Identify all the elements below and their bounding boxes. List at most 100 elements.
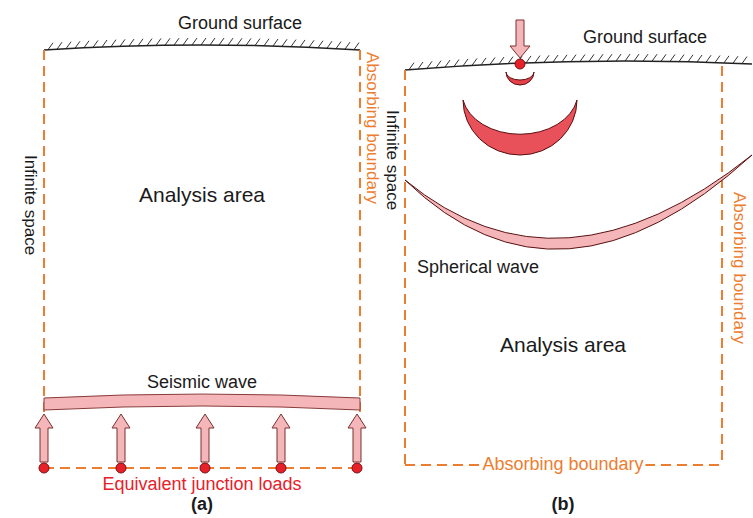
hatch-stroke — [535, 56, 540, 63]
hatch-stroke — [508, 57, 513, 64]
boundary-label: Absorbing boundary — [480, 455, 645, 475]
load-arrows — [35, 414, 366, 473]
hatch-stroke — [562, 55, 567, 62]
panel-label: (a) — [189, 495, 215, 515]
wave-label: Spherical wave — [415, 258, 541, 278]
hatch-stroke — [661, 54, 666, 61]
load-arrow — [35, 414, 53, 462]
hatch-stroke — [291, 40, 296, 47]
wave-label: Seismic wave — [145, 373, 259, 393]
hatch-stroke — [273, 39, 278, 46]
hatch-stroke — [147, 39, 152, 46]
hatch-stroke — [282, 39, 287, 46]
hatch-stroke — [679, 55, 684, 62]
hatch-stroke — [111, 40, 116, 47]
hatch-stroke — [354, 43, 359, 50]
hatch-stroke — [327, 41, 332, 48]
load-arrow — [272, 414, 290, 462]
hatch-stroke — [634, 54, 639, 61]
hatch-stroke — [138, 39, 143, 46]
load-arrow — [112, 414, 130, 462]
hatch-stroke — [192, 38, 197, 45]
load-arrow — [510, 20, 530, 58]
hatch-stroke — [174, 38, 179, 45]
load-arrow — [196, 414, 214, 462]
hatch-stroke — [102, 40, 107, 47]
area-label: Analysis area — [498, 333, 628, 356]
hatch-stroke — [120, 39, 125, 46]
hatch-stroke — [571, 55, 576, 62]
load-arrow — [348, 414, 366, 462]
hatch-stroke — [463, 59, 468, 66]
boundary-line — [721, 66, 723, 465]
hatch-stroke — [445, 60, 450, 67]
hatch-stroke — [499, 57, 504, 64]
ground-line — [405, 61, 752, 70]
hatch-stroke — [688, 55, 693, 62]
junction-point — [39, 463, 49, 473]
spherical-wave-front — [506, 72, 534, 85]
hatch-stroke — [670, 54, 675, 61]
hatch-stroke — [616, 54, 621, 61]
hatch-stroke — [57, 42, 62, 49]
hatch-stroke — [454, 59, 459, 66]
hatch-stroke — [733, 56, 738, 63]
hatch-stroke — [165, 38, 170, 45]
hatch-stroke — [318, 41, 323, 48]
ground-line — [44, 45, 360, 50]
hatch-stroke — [183, 38, 188, 45]
hatch-stroke — [544, 55, 549, 62]
seismic-wave-band — [44, 394, 360, 410]
hatch-stroke — [210, 38, 215, 45]
area-label: Analysis area — [137, 183, 267, 206]
hatch-stroke — [75, 41, 80, 48]
region-label: Infinite space — [383, 108, 402, 212]
hatch-stroke — [697, 55, 702, 62]
hatch-stroke — [255, 39, 260, 46]
load-point — [515, 59, 525, 69]
ground-label: Ground surface — [176, 14, 304, 34]
hatch-stroke — [481, 58, 486, 65]
hatch-stroke — [598, 54, 603, 61]
junction-point — [276, 463, 286, 473]
junction-point — [200, 463, 210, 473]
junction-point — [352, 463, 362, 473]
hatch-stroke — [643, 54, 648, 61]
hatch-stroke — [706, 55, 711, 62]
hatch-stroke — [625, 54, 630, 61]
ground-label: Ground surface — [581, 28, 709, 48]
load-label: Equivalent junction loads — [100, 475, 303, 495]
hatch-stroke — [228, 38, 233, 45]
hatch-stroke — [300, 40, 305, 47]
hatch-stroke — [526, 56, 531, 63]
hatch-stroke — [724, 56, 729, 63]
hatch-stroke — [553, 55, 558, 62]
hatch-stroke — [84, 41, 89, 48]
spherical-wave-front — [463, 100, 577, 155]
hatch-stroke — [715, 56, 720, 63]
hatch-stroke — [652, 54, 657, 61]
boundary-line — [404, 70, 406, 465]
hatch-stroke — [48, 43, 53, 50]
boundary-label: Absorbing boundary — [363, 50, 382, 206]
hatch-stroke — [472, 58, 477, 65]
hatch-stroke — [246, 38, 251, 45]
hatch-stroke — [201, 38, 206, 45]
junction-point — [116, 463, 126, 473]
hatch-stroke — [264, 39, 269, 46]
hatch-stroke — [589, 54, 594, 61]
hatch-stroke — [336, 42, 341, 49]
hatch-stroke — [436, 61, 441, 68]
hatch-stroke — [156, 38, 161, 45]
hatch-stroke — [66, 42, 71, 49]
hatch-stroke — [742, 57, 747, 64]
hatch-stroke — [309, 40, 314, 47]
hatch-stroke — [219, 38, 224, 45]
region-label: Infinite space — [21, 153, 40, 257]
hatch-stroke — [580, 54, 585, 61]
spherical-wave-front — [405, 155, 752, 249]
hatch-stroke — [129, 39, 134, 46]
boundary-label: Absorbing boundary — [730, 190, 749, 346]
